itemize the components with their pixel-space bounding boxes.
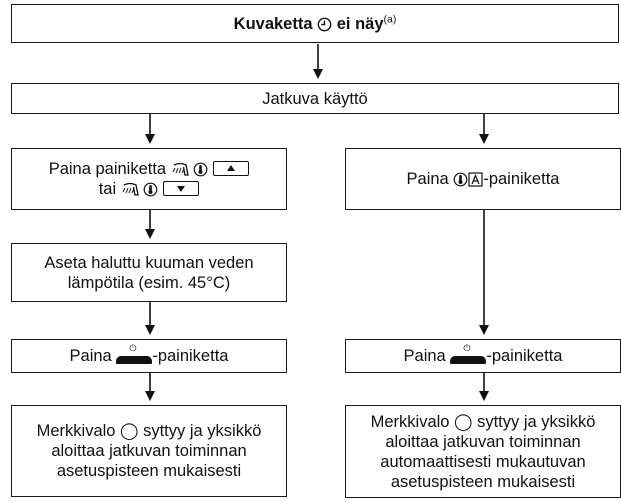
left-press-box: Paina painiketta tai <box>11 148 287 210</box>
set-temp-line1: Aseta haluttu kuuman veden <box>44 253 254 272</box>
left-result-box: Merkkivalo ◯ syttyy ja yksikkö aloittaa … <box>11 405 287 497</box>
thermometer-icon <box>453 172 468 187</box>
left-press-line1-prefix: Paina painiketta <box>48 160 167 178</box>
shower-icon <box>122 182 139 196</box>
shower-icon <box>172 162 189 176</box>
right-result-box: Merkkivalo ◯ syttyy ja yksikkö aloittaa … <box>345 405 621 498</box>
set-temperature-box: Aseta haluttu kuuman veden lämpötila (es… <box>11 243 287 302</box>
left-power-suffix: -painiketta <box>152 347 229 365</box>
right-result-line3: automaattisesti mukautuvan <box>380 452 586 471</box>
top-condition-box: Kuvaketta ei näy(a) <box>11 4 619 43</box>
right-power-box: Paina ⏻-painiketta <box>345 339 621 373</box>
right-result-line4: asetuspisteen mukaisesti <box>390 472 576 491</box>
power-button-icon: ⏻ <box>116 344 153 364</box>
continuous-label: Jatkuva käyttö <box>262 89 368 108</box>
right-press-suffix: -painiketta <box>483 170 560 188</box>
auto-a-icon <box>468 172 483 187</box>
thermometer-icon <box>193 162 208 177</box>
left-result-line3: asetuspisteen mukaisesti <box>56 462 242 480</box>
left-power-box: Paina ⏻-painiketta <box>11 339 287 373</box>
set-temp-line2: lämpötila (esim. 45°C) <box>67 273 231 292</box>
down-button-icon <box>163 181 200 196</box>
top-title: Kuvaketta <box>233 14 313 33</box>
right-power-suffix: -painiketta <box>486 347 563 365</box>
right-result-line1: Merkkivalo ◯ syttyy ja yksikkö <box>370 412 596 431</box>
right-press-prefix: Paina <box>406 170 449 188</box>
continuous-operation-box: Jatkuva käyttö <box>11 83 619 114</box>
footnote-marker: (a) <box>383 13 397 25</box>
right-power-prefix: Paina <box>403 347 446 365</box>
left-result-line2: aloittaa jatkuvan toiminnan <box>51 442 247 460</box>
top-title-after: ei näy <box>336 14 384 33</box>
up-button-icon <box>213 161 250 176</box>
thermometer-icon <box>143 182 158 197</box>
left-power-prefix: Paina <box>69 347 112 365</box>
left-result-line1: Merkkivalo ◯ syttyy ja yksikkö <box>36 422 262 440</box>
power-button-icon: ⏻ <box>450 344 487 364</box>
right-press-box: Paina -painiketta <box>345 148 621 210</box>
left-press-line2-prefix: tai <box>98 180 117 198</box>
clock-icon <box>317 17 332 31</box>
right-result-line2: aloittaa jatkuvan toiminnan <box>385 432 581 451</box>
